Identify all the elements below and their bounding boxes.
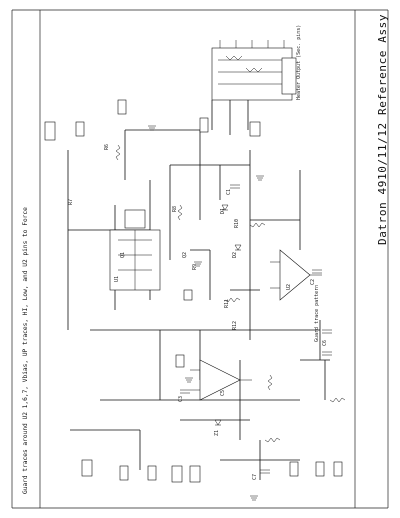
- component-label: R7: [68, 199, 74, 205]
- component-label: R12: [232, 321, 238, 330]
- component-label: R9: [192, 264, 198, 270]
- heater-output-note: Heater Output (Sec. pins): [296, 25, 302, 100]
- component-label: R10: [234, 219, 240, 228]
- guard-trace-instruction: Guard traces around U2 1,6,7, Vbias, UP …: [22, 207, 29, 494]
- opamp-u2: [190, 359, 252, 401]
- transistor-array: [109, 209, 161, 291]
- component-label: D1: [220, 208, 226, 214]
- component-label: R8: [172, 206, 178, 212]
- component-label: Q2: [182, 252, 188, 258]
- component-label: R11: [224, 299, 230, 308]
- capacitors: [180, 184, 332, 474]
- heater-output-block: [211, 40, 297, 135]
- terminals: [44, 99, 343, 483]
- component-label: Z1: [214, 430, 220, 436]
- drawing-title: Datron 4910/11/12 Reference Assy: [376, 13, 389, 245]
- component-label: C6: [322, 340, 328, 346]
- component-label: C7: [252, 474, 258, 480]
- diodes: [214, 204, 242, 426]
- component-label: D2: [232, 252, 238, 258]
- component-label: U1: [114, 276, 120, 282]
- component-label: R6: [104, 144, 110, 150]
- opamp-u1: [270, 249, 322, 301]
- wiring: [67, 129, 330, 480]
- component-label: C3: [178, 396, 184, 402]
- sheet-border: [11, 9, 389, 509]
- component-label: C5: [220, 390, 226, 396]
- component-label: C2: [310, 279, 316, 285]
- component-label: U2: [286, 284, 292, 290]
- component-label: Q1: [120, 252, 126, 258]
- guard-trace-note: Guard trace pattern: [314, 285, 320, 342]
- resistors: [115, 144, 346, 443]
- ground-symbols: [148, 125, 264, 501]
- component-label: C1: [226, 189, 232, 195]
